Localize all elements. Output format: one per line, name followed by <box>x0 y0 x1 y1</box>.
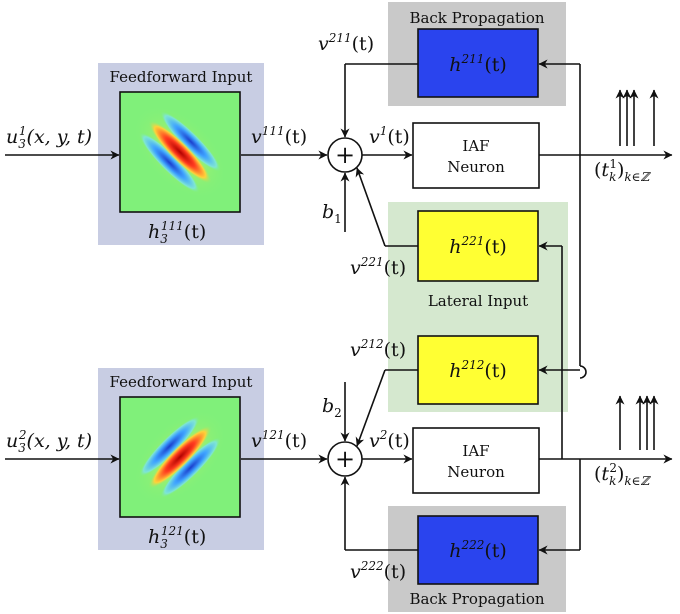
input-u1-label: u31(x, y, t) <box>6 124 92 151</box>
input-u2-label: u32(x, y, t) <box>6 428 92 455</box>
feedforward-title-bottom: Feedforward Input <box>110 373 253 391</box>
v212-label: v212(t) <box>350 337 406 361</box>
v111-label: v111(t) <box>251 124 307 148</box>
v211-label: v211(t) <box>318 31 374 55</box>
h222-label: h222(t) <box>449 538 507 562</box>
neuron-1-line1: IAF <box>462 137 489 155</box>
summation-node-2: + <box>327 441 363 477</box>
h221-label: h221(t) <box>449 234 507 258</box>
neuron-2-line1: IAF <box>462 442 489 460</box>
h221-filter-box <box>417 210 539 282</box>
spike-train-2-label: (tk2)k∈ℤ <box>594 461 652 488</box>
h3-121-label: h3121(t) <box>148 524 206 551</box>
b1-label: b1 <box>322 201 342 226</box>
b2-label: b2 <box>322 395 342 420</box>
lateral-title: Lateral Input <box>428 292 528 310</box>
iaf-neuron-box-1 <box>412 122 540 189</box>
summation-node-1: + <box>327 137 363 173</box>
neuron-2-line2: Neuron <box>447 463 505 481</box>
feedforward-title-top: Feedforward Input <box>110 68 253 86</box>
h211-label: h211(t) <box>449 52 507 76</box>
backprop-title-top: Back Propagation <box>409 9 544 27</box>
wires-bottom <box>5 241 673 555</box>
h211-filter-box <box>417 28 539 98</box>
h212-filter-box <box>417 335 539 405</box>
gabor-filter-image-bottom <box>119 396 241 518</box>
iaf-neuron-box-2 <box>412 427 540 494</box>
spike-train-1-label: (tk1)k∈ℤ <box>594 157 652 184</box>
summation-symbol-2: + <box>335 445 355 473</box>
v222-label: v222(t) <box>350 559 406 583</box>
v2-label: v2(t) <box>369 428 410 452</box>
summation-symbol-1: + <box>335 141 355 169</box>
neuron-1-line2: Neuron <box>447 158 505 176</box>
v221-label: v221(t) <box>350 255 406 279</box>
h222-filter-box <box>417 515 539 585</box>
h212-label: h212(t) <box>449 358 507 382</box>
v1-label: v1(t) <box>369 124 410 148</box>
wires-top <box>5 59 673 379</box>
backprop-title-bottom: Back Propagation <box>409 590 544 608</box>
v121-label: v121(t) <box>251 428 307 452</box>
h3-111-label: h3111(t) <box>148 219 206 246</box>
gabor-filter-image-top <box>119 91 241 213</box>
